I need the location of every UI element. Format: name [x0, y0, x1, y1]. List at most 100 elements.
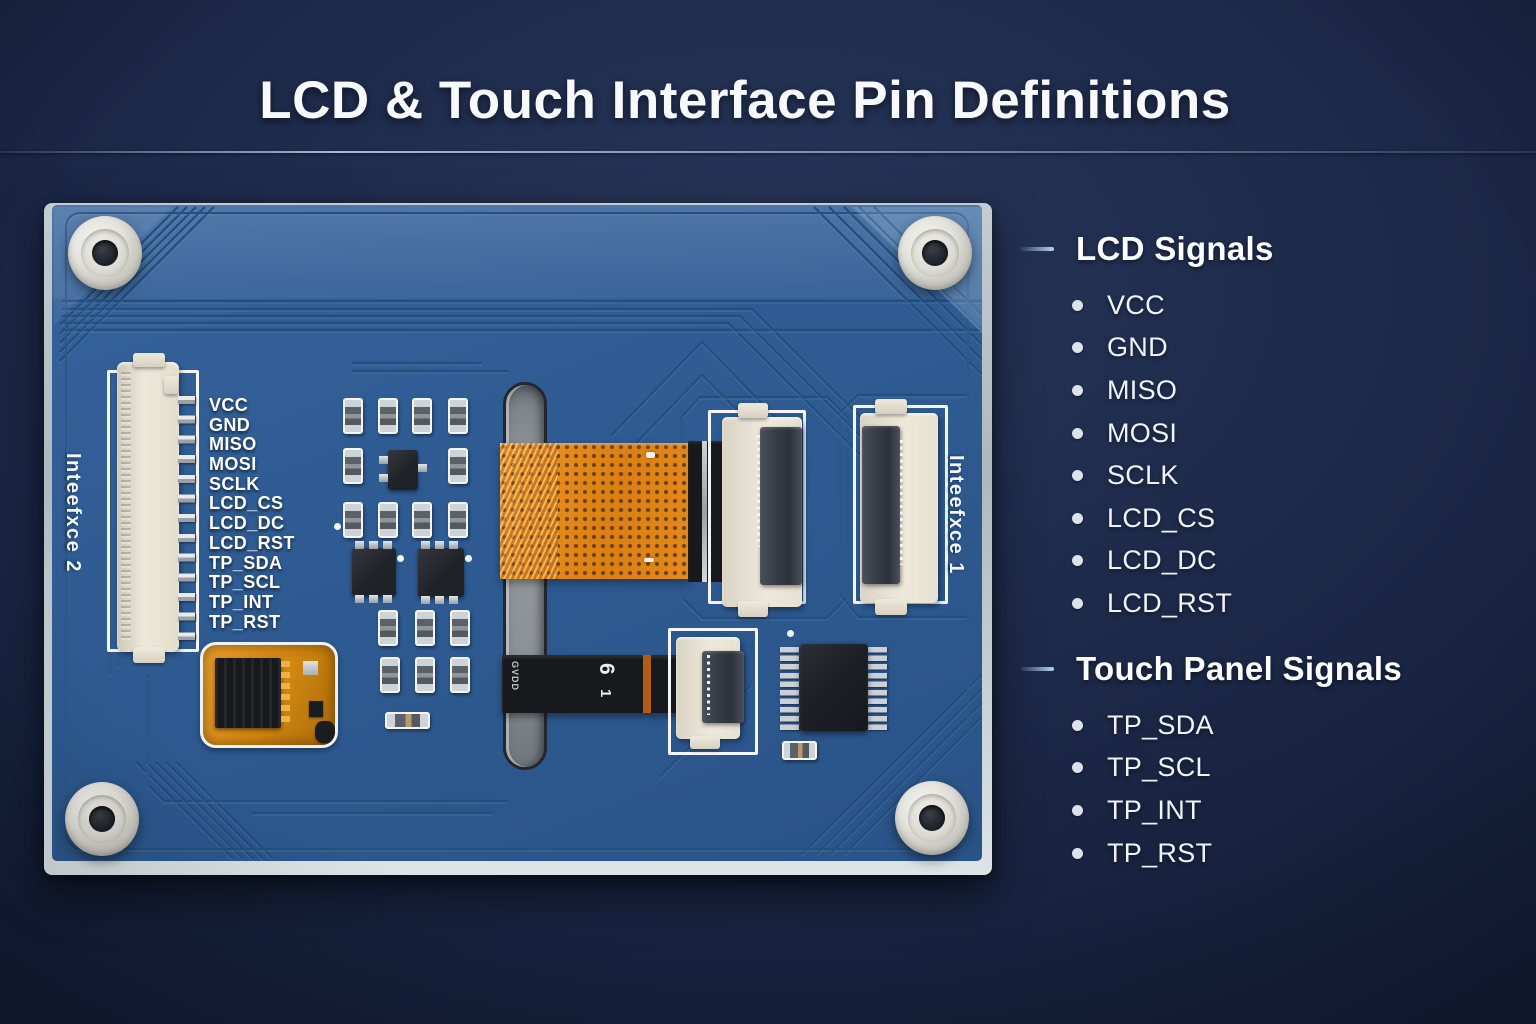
connector-tab: [690, 736, 720, 749]
connector-tab: [875, 599, 907, 615]
soic-pins: [780, 647, 799, 731]
pcb-pin-label: LCD_DC: [209, 513, 285, 534]
smd-component: [315, 721, 335, 743]
heading-dash-icon: [1020, 667, 1054, 671]
ribbon-marking: 6: [595, 663, 618, 675]
silkscreen-dot: [397, 555, 404, 562]
smd-component: [343, 502, 363, 538]
smd-component: [309, 701, 323, 717]
component-pad: [435, 541, 444, 549]
list-item: LCD_DC: [1072, 540, 1520, 583]
ribbon-stripe: [643, 655, 651, 713]
smd-component: [412, 398, 432, 434]
list-item: TP_SDA: [1072, 704, 1520, 747]
smd-component: [379, 450, 427, 490]
list-item: GND: [1072, 327, 1520, 370]
signal-label: VCC: [1107, 289, 1165, 320]
signal-label: TP_SDA: [1107, 709, 1214, 740]
signal-label: LCD_CS: [1107, 502, 1216, 533]
smd-component: [448, 398, 468, 434]
bullet-icon: [1072, 762, 1083, 774]
smd-component: [303, 661, 318, 675]
bullet-icon: [1072, 384, 1083, 396]
pcb-pin-label: TP_SCL: [209, 572, 281, 593]
connector-tab: [738, 601, 768, 617]
mounting-standoff: [68, 216, 142, 290]
list-item: TP_SCL: [1072, 747, 1520, 790]
smd-component: [415, 657, 435, 693]
smd-component: [378, 398, 398, 434]
pcb-pin-label: TP_RST: [209, 611, 281, 632]
pcb-pin-label: LCD_RST: [209, 532, 295, 553]
pcb-pin-label: TP_SDA: [209, 552, 283, 573]
smd-component: [343, 448, 363, 484]
smd-component: [343, 398, 363, 434]
bullet-icon: [1072, 804, 1083, 816]
connector-tab: [133, 647, 165, 663]
pcb-pin-label: TP_INT: [209, 591, 274, 612]
signal-label: SCLK: [1107, 460, 1179, 491]
component-pad: [369, 541, 378, 549]
smd-component: [448, 448, 468, 484]
component-pad: [379, 474, 388, 482]
section-title: Touch Panel Signals: [1076, 650, 1402, 687]
section-header: LCD Signals: [1020, 230, 1520, 268]
smd-component: [415, 610, 435, 646]
component-pad: [449, 596, 458, 604]
signal-label: MISO: [1107, 374, 1178, 405]
component-pad: [421, 596, 430, 604]
touch-signal-list: TP_SDA TP_SCL TP_INT TP_RST: [1020, 704, 1520, 874]
smd-component: [450, 610, 470, 646]
pcb-pin-label: MOSI: [209, 454, 257, 475]
bullet-icon: [1072, 512, 1083, 524]
pcb-pin-label: SCLK: [209, 473, 260, 494]
silkscreen-dot: [465, 555, 472, 562]
interface2-label: Inteefxce 2: [62, 453, 84, 573]
flex-stiffener: [688, 441, 726, 582]
list-item: MISO: [1072, 369, 1520, 412]
bullet-icon: [1072, 719, 1083, 731]
list-item: VCC: [1072, 284, 1520, 327]
connector-tab: [164, 376, 178, 394]
connector-tab: [133, 353, 165, 367]
touch-signals-section: Touch Panel Signals TP_SDA TP_SCL TP_INT: [1020, 650, 1520, 874]
component-pad: [435, 596, 444, 604]
mounting-standoff: [65, 782, 139, 856]
connector-tab: [875, 399, 907, 414]
connector-silkscreen: [668, 628, 758, 755]
component-pad: [421, 541, 430, 549]
signal-label: LCD_RST: [1107, 587, 1233, 618]
component-pad: [383, 541, 392, 549]
list-item: MOSI: [1072, 412, 1520, 455]
component-pad: [449, 541, 458, 549]
ffc-connector-interface2: [117, 362, 179, 652]
lcd-signals-section: LCD Signals VCC GND MISO: [1020, 230, 1520, 625]
signal-label: TP_INT: [1107, 794, 1202, 825]
smd-component: [378, 610, 398, 646]
component-pad: [418, 464, 427, 472]
pcb-pin-label: GND: [209, 414, 251, 435]
flex-speck: [644, 558, 654, 562]
flex-speck: [646, 452, 655, 458]
flex-cutout-window: [200, 642, 338, 748]
connector-latch: [760, 427, 802, 585]
page-title: LCD & Touch Interface Pin Definitions: [259, 71, 1231, 130]
bullet-icon: [1072, 427, 1083, 439]
smd-component: [448, 502, 468, 538]
list-item: TP_RST: [1072, 832, 1520, 875]
component-pad: [369, 595, 378, 603]
connector-contacts: [900, 440, 903, 565]
silkscreen-dot: [334, 523, 341, 530]
touch-flex-ribbon: 6 1 GVDD: [502, 655, 679, 713]
pcb-pin-label: MISO: [209, 434, 257, 455]
list-item: LCD_CS: [1072, 497, 1520, 540]
list-item: SCLK: [1072, 454, 1520, 497]
lcd-signal-list: VCC GND MISO MOSI: [1020, 284, 1520, 625]
component-pad: [383, 595, 392, 603]
signal-label: GND: [1107, 332, 1168, 363]
smd-component: [782, 741, 817, 760]
smd-component: [385, 712, 430, 729]
connector-pins: [178, 396, 195, 640]
mounting-standoff: [895, 781, 969, 855]
interface1-label: Inteefxce 1: [945, 455, 967, 575]
